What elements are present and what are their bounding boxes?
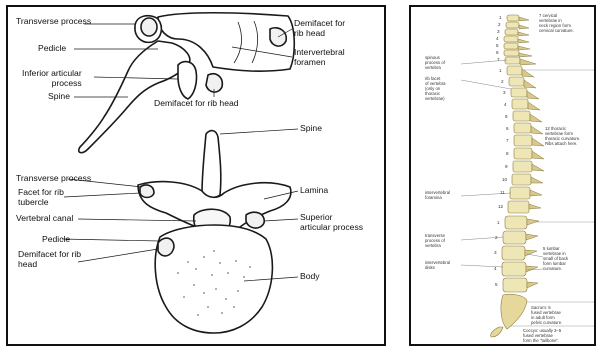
cervical-number: 6: [496, 50, 499, 55]
lumbar-number: 4: [494, 266, 497, 271]
label-intervertebral-foramen: Intervertebral foramen: [294, 48, 345, 67]
thoracic-number: 7: [506, 138, 509, 143]
cervical-number: 2: [498, 22, 501, 27]
label-spine-lateral: Spine: [48, 92, 70, 102]
label-spine-superior: Spine: [300, 124, 322, 134]
thoracic-number: 10: [502, 177, 507, 182]
label-pedicle: Pedicle: [38, 44, 66, 54]
lumbar-number: 1: [497, 220, 500, 225]
lateral-inferior-articular: [178, 62, 197, 99]
thoracic-number: 1: [499, 68, 502, 73]
cervical-number: 7: [497, 57, 500, 62]
label-transverse-process: Transverse process: [16, 17, 91, 27]
note-coccyx: Coccyx: usually 3–5 fused vertebrae form…: [523, 329, 561, 344]
note-thoracic: 12 thoracic vertebrae form thoracic curv…: [545, 127, 580, 147]
note-intervertebral-disks: intervertebral disks: [425, 261, 450, 271]
cervical-number: 4: [496, 36, 499, 41]
thoracic-number: 5: [505, 114, 508, 119]
note-rib-facet: rib facet of vertebra (only on thoracic …: [425, 77, 446, 102]
cervical-number: 1: [499, 15, 502, 20]
note-spinous-process: spinous process of vertebra: [425, 56, 445, 71]
label-vertebral-canal: Vertebral canal: [16, 214, 73, 224]
note-transverse-process: transverse process of vertebra: [425, 234, 445, 249]
left-demifacet: [158, 238, 174, 256]
label-demifacet-rib-head-lateral: Demifacet for rib head: [154, 99, 239, 109]
cervical-number: 5: [496, 43, 499, 48]
note-lumbar: 5 lumbar vertebrae in small of back form…: [543, 247, 568, 272]
coccyx: [491, 327, 503, 337]
lumbar-number: 2: [495, 235, 498, 240]
thoracic-number: 8: [506, 151, 509, 156]
lumbar-number: 5: [495, 282, 498, 287]
superior-spine: [202, 131, 221, 198]
label-lamina: Lamina: [300, 186, 328, 196]
label-demifacet-rib-head-superior: Demifacet for rib head: [18, 250, 81, 269]
vertebral-column-panel: 1 2 3 4 5 6 7 1 2 3 4 5 6 7 8 9 10 11 12…: [409, 5, 596, 346]
thoracic-number: 9: [505, 164, 508, 169]
sacrum: [501, 294, 527, 329]
label-demifacet-rib-head-upper: Demifacet for rib head: [294, 19, 345, 38]
lumbar-number: 3: [494, 250, 497, 255]
thoracic-number: 3: [503, 90, 506, 95]
label-pedicle-superior: Pedicle: [42, 235, 70, 245]
note-intervertebral-foramina: intervertebral foramina: [425, 191, 450, 201]
right-superior-facet: [246, 212, 264, 228]
label-superior-articular-process: Superior articular process: [300, 213, 363, 232]
thoracic-number: 12: [498, 204, 503, 209]
note-sacrum: Sacrum: 5 fused vertebrae in adult form …: [531, 306, 562, 326]
left-facet-tubercle: [140, 185, 154, 198]
vertebra-diagram-panel: Transverse process Pedicle Inferior arti…: [6, 5, 386, 346]
label-facet-rib-tubercle: Facet for rib tubercle: [18, 188, 64, 207]
thoracic-number: 2: [501, 79, 504, 84]
thoracic-number: 4: [504, 102, 507, 107]
label-transverse-process-superior: Transverse process: [16, 174, 91, 184]
cervical-number: 3: [497, 29, 500, 34]
note-cervical: 7 cervical vertebrae in neck region form…: [539, 14, 574, 34]
label-inferior-articular-process: Inferior articular process: [22, 69, 82, 88]
thoracic-number: 11: [500, 190, 505, 195]
label-body: Body: [300, 272, 320, 282]
thoracic-number: 6: [506, 126, 509, 131]
